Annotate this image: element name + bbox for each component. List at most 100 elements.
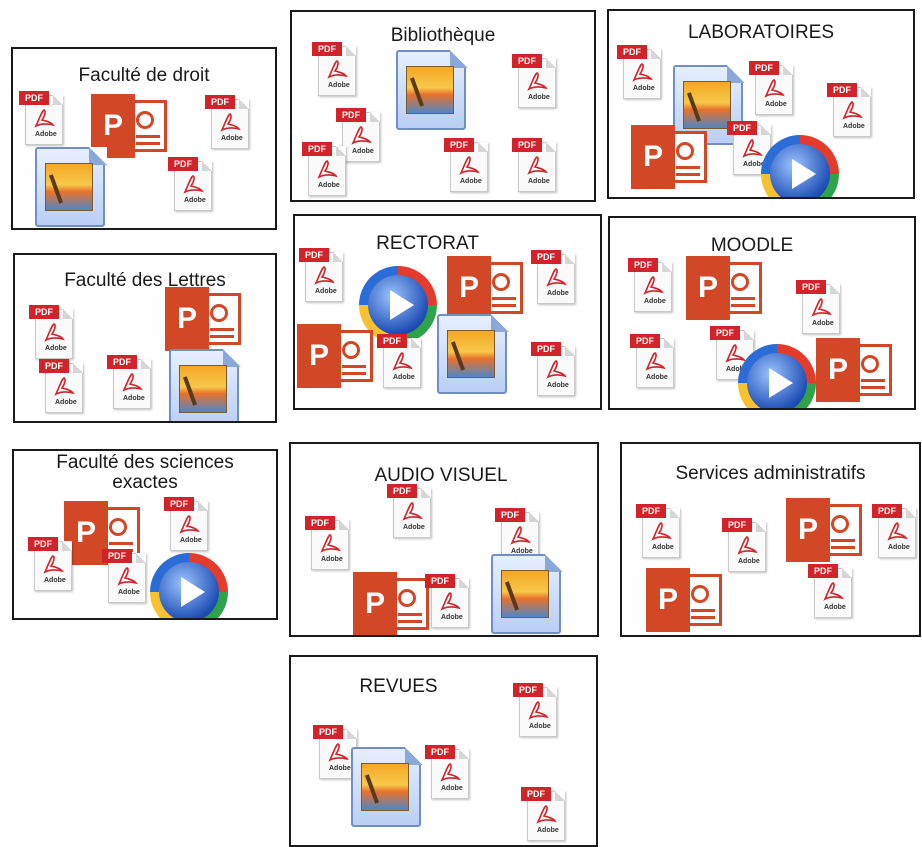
box-title: Faculté de droit bbox=[78, 65, 210, 86]
powerpoint-icon: P bbox=[91, 94, 169, 158]
box-title: LABORATOIRES bbox=[687, 22, 835, 43]
adobe-label: Adobe bbox=[441, 614, 463, 621]
pdf-tag: PDF bbox=[513, 683, 543, 697]
ppt-letter: P bbox=[447, 256, 491, 320]
box-title: Services administratifs bbox=[675, 463, 866, 484]
adobe-label: Adobe bbox=[547, 290, 569, 297]
powerpoint-icon: P bbox=[447, 256, 525, 320]
adobe-label: Adobe bbox=[646, 374, 668, 381]
box-title: MOODLE bbox=[710, 235, 794, 256]
adobe-label: Adobe bbox=[528, 94, 550, 101]
pdf-tag: PDF bbox=[827, 83, 857, 97]
pdf-tag: PDF bbox=[205, 95, 235, 109]
pdf-tag: PDF bbox=[749, 61, 779, 75]
pdf-icon: PDF Adobe bbox=[827, 83, 873, 139]
pdf-tag: PDF bbox=[808, 564, 838, 578]
pdf-tag: PDF bbox=[305, 516, 335, 530]
adobe-label: Adobe bbox=[528, 178, 550, 185]
pdf-tag: PDF bbox=[313, 725, 343, 739]
powerpoint-icon: P bbox=[165, 287, 243, 351]
adobe-label: Adobe bbox=[118, 589, 140, 596]
adobe-label: Adobe bbox=[318, 182, 340, 189]
pdf-tag: PDF bbox=[19, 91, 49, 105]
ppt-letter: P bbox=[631, 125, 675, 189]
adobe-label: Adobe bbox=[547, 382, 569, 389]
adobe-label: Adobe bbox=[315, 288, 337, 295]
pdf-tag: PDF bbox=[312, 42, 342, 56]
powerpoint-icon: P bbox=[686, 256, 764, 320]
pdf-icon: PDF Adobe bbox=[305, 516, 351, 572]
adobe-label: Adobe bbox=[812, 320, 834, 327]
pdf-tag: PDF bbox=[628, 258, 658, 272]
media-player-icon bbox=[150, 553, 228, 618]
pdf-tag: PDF bbox=[302, 142, 332, 156]
adobe-label: Adobe bbox=[843, 123, 865, 130]
image-file-icon bbox=[169, 349, 241, 421]
pdf-tag: PDF bbox=[796, 280, 826, 294]
adobe-label: Adobe bbox=[123, 395, 145, 402]
pdf-icon: PDF Adobe bbox=[164, 497, 210, 553]
adobe-label: Adobe bbox=[888, 544, 910, 551]
ppt-letter: P bbox=[165, 287, 209, 351]
pdf-tag: PDF bbox=[377, 334, 407, 348]
adobe-label: Adobe bbox=[652, 544, 674, 551]
pdf-tag: PDF bbox=[168, 157, 198, 171]
powerpoint-icon: P bbox=[816, 338, 894, 402]
box-title: REVUES bbox=[359, 676, 438, 697]
adobe-label: Adobe bbox=[529, 723, 551, 730]
pdf-tag: PDF bbox=[521, 787, 551, 801]
box-title: Faculté des Lettres bbox=[64, 270, 226, 291]
adobe-label: Adobe bbox=[180, 537, 202, 544]
pdf-tag: PDF bbox=[512, 138, 542, 152]
image-file-icon bbox=[396, 50, 468, 130]
adobe-label: Adobe bbox=[321, 556, 343, 563]
adobe-label: Adobe bbox=[537, 827, 559, 834]
box-title: Bibliothèque bbox=[390, 25, 496, 46]
adobe-label: Adobe bbox=[44, 577, 66, 584]
pdf-tag: PDF bbox=[107, 355, 137, 369]
pdf-tag: PDF bbox=[164, 497, 194, 511]
adobe-label: Adobe bbox=[738, 558, 760, 565]
pdf-icon: PDF Adobe bbox=[521, 787, 567, 843]
pdf-tag: PDF bbox=[102, 549, 132, 563]
pdf-tag: PDF bbox=[495, 508, 525, 522]
media-player-icon bbox=[738, 344, 816, 408]
pdf-tag: PDF bbox=[727, 121, 757, 135]
pdf-icon: PDF Adobe bbox=[513, 683, 559, 739]
adobe-label: Adobe bbox=[460, 178, 482, 185]
adobe-label: Adobe bbox=[352, 148, 374, 155]
box-title: Faculté des sciences exactes bbox=[56, 452, 234, 493]
pdf-tag: PDF bbox=[872, 504, 902, 518]
ppt-letter: P bbox=[686, 256, 730, 320]
pdf-icon: PDF Adobe bbox=[872, 504, 918, 560]
image-file-icon bbox=[437, 314, 509, 394]
image-file-icon bbox=[35, 147, 107, 227]
adobe-label: Adobe bbox=[633, 85, 655, 92]
adobe-label: Adobe bbox=[393, 374, 415, 381]
adobe-label: Adobe bbox=[765, 101, 787, 108]
pdf-icon: PDF Adobe bbox=[377, 334, 423, 390]
pdf-tag: PDF bbox=[531, 250, 561, 264]
